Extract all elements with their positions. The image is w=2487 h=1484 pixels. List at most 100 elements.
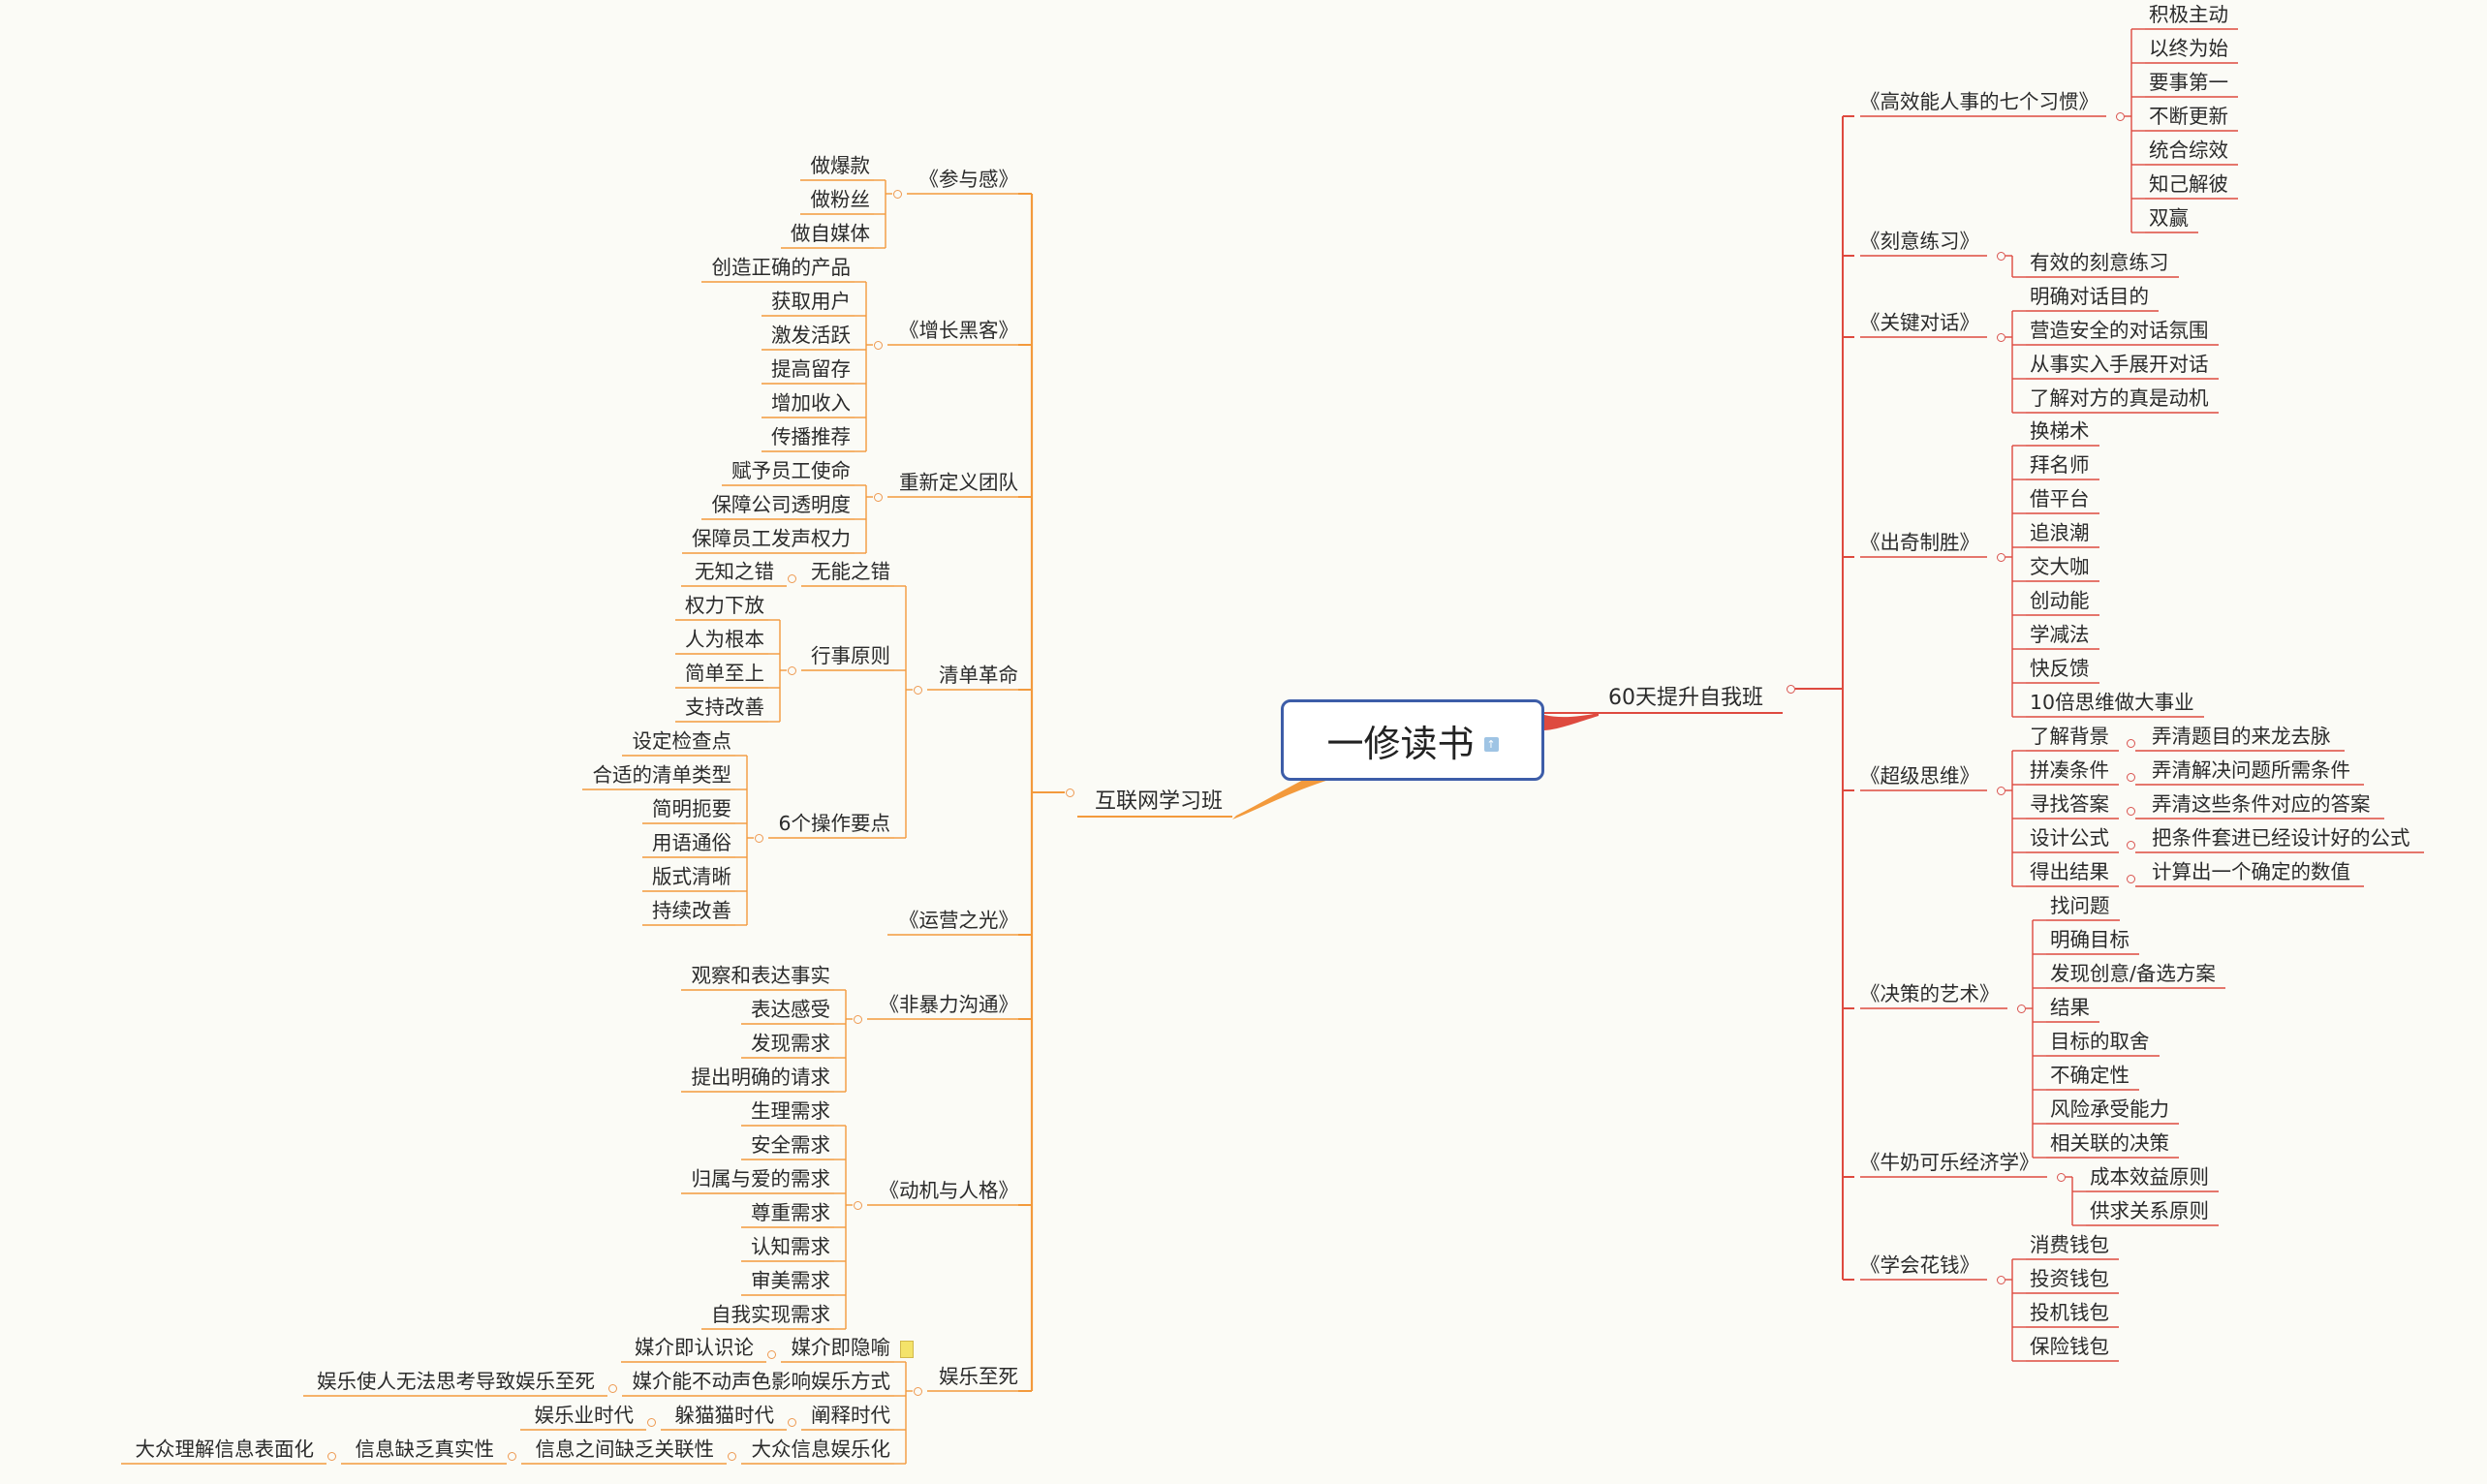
collapse-toggle-icon[interactable] bbox=[787, 573, 796, 583]
topic-e4ba86e8a7a3e8838ce699af[interactable]: 了解背景 bbox=[2030, 725, 2109, 748]
topic-e3808ae587bae5a587e588b6[interactable]: 《出奇制胜》 bbox=[1860, 531, 1979, 554]
topic-e4bba5e7bb88e4b8bae5a78b[interactable]: 以终为始 bbox=[2149, 37, 2228, 60]
collapse-toggle-icon[interactable] bbox=[646, 1417, 656, 1427]
topic-info-icon[interactable]: ↑ bbox=[1483, 736, 1499, 752]
collapse-toggle-icon[interactable] bbox=[892, 189, 902, 199]
topic-e8aea1e7ae97e587bae4b880[interactable]: 计算出一个确定的数值 bbox=[2152, 860, 2350, 883]
topic-e5bc84e6b885e9a298e79bae[interactable]: 弄清题目的来龙去脉 bbox=[2152, 725, 2331, 748]
topic-e7bb9fe59088e7bbbce69588[interactable]: 统合综效 bbox=[2149, 139, 2228, 162]
topic-e8aea4e79fa5e99c80e6b182[interactable]: 认知需求 bbox=[751, 1235, 830, 1258]
topic-e5be97e587bae7bb93e69e9c[interactable]: 得出结果 bbox=[2030, 860, 2109, 883]
topic-e4b88de696ade69bb4e696b0[interactable]: 不断更新 bbox=[2149, 105, 2228, 128]
topic-e58f91e78eb0e5889be6848f[interactable]: 发现创意/备选方案 bbox=[2050, 962, 2216, 985]
topic-e5a8b1e4b990e4b89ae697b6[interactable]: 娱乐业时代 bbox=[534, 1404, 635, 1427]
collapse-toggle-icon[interactable] bbox=[2056, 1172, 2066, 1182]
topic-e7949fe79086e99c80e6b182[interactable]: 生理需求 bbox=[751, 1099, 830, 1123]
topic-e68a95e69cbae992b1e58c85[interactable]: 投机钱包 bbox=[2030, 1301, 2109, 1324]
collapse-toggle-icon[interactable] bbox=[2126, 772, 2135, 782]
topic-e4bfa1e681afe4b98be997b4[interactable]: 信息之间缺乏关联性 bbox=[535, 1438, 715, 1461]
topic-e5819ae887aae5aa92e4bd93[interactable]: 做自媒体 bbox=[791, 222, 870, 245]
topic-e3808ae586b3e7ad96e79a84[interactable]: 《决策的艺术》 bbox=[1860, 982, 2000, 1005]
topic-e4bb8ee4ba8be5ae9ee585a5[interactable]: 从事实入手展开对话 bbox=[2030, 353, 2209, 376]
collapse-toggle-icon[interactable] bbox=[1996, 1275, 2005, 1284]
topic-e8a18ce4ba8be58e9fe58899[interactable]: 行事原则 bbox=[811, 644, 890, 667]
topic-e5bc84e6b885e8bf99e4ba9b[interactable]: 弄清这些条件对应的答案 bbox=[2152, 792, 2371, 816]
topic-e4b88de7a1aee5ae9ae680a7[interactable]: 不确定性 bbox=[2050, 1064, 2129, 1087]
topic-e5aa92e4bb8be58db3e8aea4[interactable]: 媒介即认识论 bbox=[635, 1336, 754, 1359]
topic-e697a0e79fa5e4b98be99499[interactable]: 无知之错 bbox=[695, 560, 774, 583]
topic-e5bc84e6b885e8a7a3e586b3[interactable]: 弄清解决问题所需条件 bbox=[2152, 758, 2350, 782]
collapse-toggle-icon[interactable] bbox=[727, 1451, 736, 1461]
topic-e8a782e5af9fe5928ce8a1a8[interactable]: 观察和表达事实 bbox=[691, 964, 831, 987]
collapse-toggle-icon[interactable] bbox=[853, 1014, 862, 1024]
topic-e68a8ae69da1e4bbb6e5a597[interactable]: 把条件套进已经设计好的公式 bbox=[2152, 826, 2410, 850]
topic-e68bbce58791e69da1e4bbb6[interactable]: 拼凑条件 bbox=[2030, 758, 2109, 782]
topic-e6b688e8b4b9e992b1e58c85[interactable]: 消费钱包 bbox=[2030, 1233, 2109, 1256]
topic-e68890e69cace69588e79b8a[interactable]: 成本效益原则 bbox=[2090, 1165, 2209, 1189]
topic-e5afbbe689bee7ad94e6a188[interactable]: 寻找答案 bbox=[2030, 792, 2109, 816]
topic-10e5808de6809de7bbb4e581[interactable]: 10倍思维做大事业 bbox=[2030, 691, 2194, 714]
topic-e8a681e4ba8be7acace4b880[interactable]: 要事第一 bbox=[2149, 71, 2228, 94]
collapse-toggle-icon[interactable] bbox=[1996, 786, 2005, 795]
collapse-toggle-icon[interactable] bbox=[754, 833, 763, 843]
topic-e69d83e58a9be4b88be694be[interactable]: 权力下放 bbox=[685, 594, 764, 617]
note-icon[interactable] bbox=[900, 1341, 914, 1358]
collapse-toggle-icon[interactable] bbox=[2126, 806, 2135, 816]
topic-e4ba92e88194e7bd91e5ada6[interactable]: 互联网学习班 bbox=[1094, 789, 1223, 814]
topic-e68f90e587bae6988ee7a1ae[interactable]: 提出明确的请求 bbox=[691, 1066, 831, 1089]
topic-e4bf9de99a9ce585ace58fb8[interactable]: 保障公司透明度 bbox=[711, 493, 852, 516]
collapse-toggle-icon[interactable] bbox=[507, 1451, 516, 1461]
topic-e79baee6a087e79a84e58f96[interactable]: 目标的取舍 bbox=[2050, 1030, 2150, 1053]
topic-e3808ae58f82e4b88ee6849f[interactable]: 《参与感》 bbox=[918, 168, 1019, 191]
topic-e5ada6e5878fe6b395[interactable]: 学减法 bbox=[2030, 623, 2090, 646]
topic-e4bf9de99a9ce59198e5b7a5[interactable]: 保障员工发声权力 bbox=[692, 527, 851, 550]
topic-e59088e98082e79a84e6b885[interactable]: 合适的清单类型 bbox=[592, 763, 732, 787]
topic-e5aea1e7be8ee99c80e6b182[interactable]: 审美需求 bbox=[751, 1269, 830, 1292]
topic-e5a8b1e4b990e4bdbfe4baba[interactable]: 娱乐使人无法思考导致娱乐至死 bbox=[317, 1370, 595, 1393]
collapse-toggle-icon[interactable] bbox=[1786, 684, 1795, 694]
topic-e3808ae99d9ee69ab4e58a9b[interactable]: 《非暴力沟通》 bbox=[879, 993, 1019, 1016]
topic-e5819ae78886e6acbe[interactable]: 做爆款 bbox=[810, 154, 871, 177]
collapse-toggle-icon[interactable] bbox=[1996, 251, 2005, 261]
topic-e4bca0e692ade68ea8e88d90[interactable]: 传播推荐 bbox=[771, 425, 851, 448]
topic-e68c81e7bbade694b9e59684[interactable]: 持续改善 bbox=[652, 899, 731, 922]
topic-e3808ae7899be5a5b6e58faf[interactable]: 《牛奶可乐经济学》 bbox=[1860, 1151, 2039, 1174]
topic-e5889be58aa8e883bd[interactable]: 创动能 bbox=[2030, 589, 2090, 612]
topic-e58f91e78eb0e99c80e6b182[interactable]: 发现需求 bbox=[751, 1032, 830, 1055]
topic-e5a8b1e4b990e887b3e6adbb[interactable]: 娱乐至死 bbox=[939, 1365, 1018, 1388]
collapse-toggle-icon[interactable] bbox=[873, 340, 883, 350]
collapse-toggle-icon[interactable] bbox=[766, 1349, 776, 1359]
topic-e99890e9878ae697b6e4bba3[interactable]: 阐释时代 bbox=[811, 1404, 890, 1427]
topic-e68f90e9ab98e79599e5ad98[interactable]: 提高留存 bbox=[771, 357, 851, 381]
collapse-toggle-icon[interactable] bbox=[913, 1386, 922, 1396]
topic-e694afe68c81e694b9e59684[interactable]: 支持改善 bbox=[685, 696, 764, 719]
topic-e79bb8e585b3e88194e79a84[interactable]: 相关联的决策 bbox=[2050, 1131, 2169, 1155]
topic-e5ae89e585a8e99c80e6b182[interactable]: 安全需求 bbox=[751, 1133, 830, 1157]
topic-e6b885e58d95e99da9e591bd[interactable]: 清单革命 bbox=[939, 664, 1018, 687]
topic-e8bfbde6b5aae6bdae[interactable]: 追浪潮 bbox=[2030, 521, 2090, 544]
topic-e4ba86e8a7a3e5afb9e696b9[interactable]: 了解对方的真是动机 bbox=[2030, 386, 2209, 410]
topic-e5819ae7b289e4b89d[interactable]: 做粉丝 bbox=[810, 188, 871, 211]
topic-e9878de696b0e5ae9ae4b989[interactable]: 重新定义团队 bbox=[899, 471, 1018, 494]
topic-e4bfa1e681afe7bcbae4b98f[interactable]: 信息缺乏真实性 bbox=[355, 1438, 495, 1461]
collapse-toggle-icon[interactable] bbox=[2126, 738, 2135, 748]
collapse-toggle-icon[interactable] bbox=[873, 492, 883, 502]
topic-e58f8ce8b5a2[interactable]: 双赢 bbox=[2149, 206, 2189, 230]
topic-e5809fe5b9b3e58fb0[interactable]: 借平台 bbox=[2030, 487, 2090, 510]
topic-e8aebee8aea1e585ace5bc8f[interactable]: 设计公式 bbox=[2030, 826, 2109, 850]
topic-e7bb93e69e9c[interactable]: 结果 bbox=[2050, 996, 2090, 1019]
topic-e7ae80e6988ee689bce8a681[interactable]: 简明扼要 bbox=[652, 797, 731, 820]
topic-e3808ae585b3e994aee5afb9[interactable]: 《关键对话》 bbox=[1860, 311, 1979, 334]
topic-e78988e5bc8fe6b885e699b0[interactable]: 版式清晰 bbox=[652, 865, 731, 888]
topic-e5bd92e5b19ee4b88ee788b1[interactable]: 归属与爱的需求 bbox=[691, 1167, 831, 1190]
topic-e5b08ae9878de99c80e6b182[interactable]: 尊重需求 bbox=[751, 1201, 830, 1224]
topic-e5a29ee58aa0e694b6e585a5[interactable]: 增加收入 bbox=[771, 391, 851, 415]
topic-e7a7afe69e81e4b8bbe58aa8[interactable]: 积极主动 bbox=[2149, 3, 2228, 26]
topic-e69c89e69588e79a84e588bb[interactable]: 有效的刻意练习 bbox=[2030, 251, 2169, 274]
topic-e4babae4b8bae6a0b9e69cac[interactable]: 人为根本 bbox=[685, 628, 764, 651]
collapse-toggle-icon[interactable] bbox=[2016, 1004, 2026, 1013]
topic-e3808ae8bf90e890a5e4b98b[interactable]: 《运营之光》 bbox=[899, 909, 1018, 932]
topic-e5a4a7e4bc97e4bfa1e681af[interactable]: 大众信息娱乐化 bbox=[751, 1438, 891, 1461]
topic-e3808ae5a29ee995bfe9bb91[interactable]: 《增长黑客》 bbox=[899, 319, 1018, 342]
